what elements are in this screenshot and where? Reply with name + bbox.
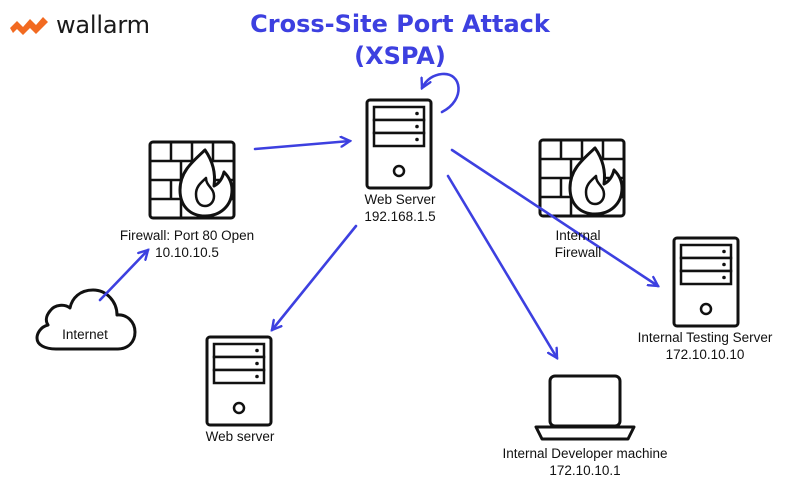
testing-server-name: Internal Testing Server [637, 330, 773, 345]
web-server-ip: 192.168.1.5 [364, 209, 436, 224]
web-server-2-label: Web server [205, 429, 275, 444]
firewall-ip: 10.10.10.5 [155, 245, 219, 260]
testing-server-icon [672, 236, 740, 328]
cloud-icon [35, 288, 137, 351]
diagram-subtitle: (XSPA) [354, 42, 446, 70]
arrow-webserver-to-webserver2 [272, 224, 358, 330]
web-server-icon [365, 98, 433, 190]
internal-firewall-label: Internal Firewall [528, 227, 628, 261]
dev-machine-name: Internal Developer machine [502, 446, 668, 461]
diagram-title: Cross-Site Port Attack [250, 10, 550, 38]
arrows [98, 72, 658, 358]
internal-firewall-line2: Firewall [554, 245, 602, 260]
firewall-name: Firewall: Port 80 Open [119, 228, 255, 243]
internal-firewall-line1: Internal [555, 228, 601, 243]
dev-machine-ip: 172.10.10.1 [549, 463, 621, 478]
testing-server-label: Internal Testing Server 172.10.10.10 [610, 329, 800, 363]
web-server-name: Web Server [364, 192, 436, 207]
arrow-internet-to-firewall [98, 250, 148, 302]
testing-server-ip: 172.10.10.10 [665, 347, 745, 362]
web-server-label: Web Server 192.168.1.5 [320, 191, 480, 225]
arrow-webserver-to-laptop [446, 174, 559, 358]
firewall-icon [148, 140, 236, 220]
arrow-firewall-to-webserver [253, 141, 350, 151]
arrow-webserver-to-testing [450, 148, 658, 286]
laptop-icon [534, 374, 636, 441]
wallarm-logo-icon [10, 17, 48, 35]
web-server-2-icon [205, 335, 273, 427]
arrow-self-loop [422, 72, 460, 114]
internal-firewall-icon [538, 138, 626, 218]
brand-name: wallarm [56, 11, 150, 39]
wallarm-logo: wallarm [10, 10, 150, 40]
dev-machine-label: Internal Developer machine 172.10.10.1 [465, 445, 705, 479]
internet-label: Internet [62, 327, 108, 342]
firewall-label: Firewall: Port 80 Open 10.10.10.5 [87, 227, 287, 261]
